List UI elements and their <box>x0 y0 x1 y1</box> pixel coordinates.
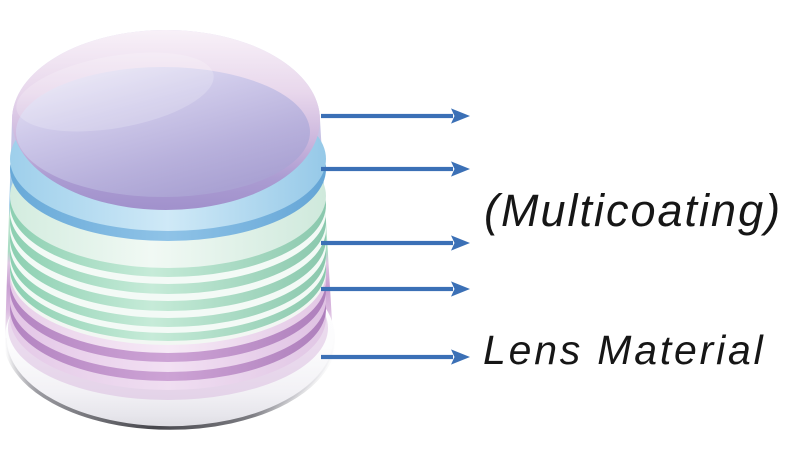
base-edge-silver <box>3 337 337 430</box>
top-disc-sheen <box>16 52 214 132</box>
lens-material-label: Lens Material <box>483 327 766 373</box>
light-ray-arrow <box>321 161 470 177</box>
light-rays <box>321 108 470 365</box>
light-ray-arrow <box>321 108 470 124</box>
light-ray-arrow <box>321 235 470 251</box>
multicoating-label: (Multicoating) <box>484 185 783 236</box>
light-ray-arrow <box>321 349 470 365</box>
top-disc-surface <box>16 67 310 197</box>
light-ray-arrow <box>321 281 470 297</box>
